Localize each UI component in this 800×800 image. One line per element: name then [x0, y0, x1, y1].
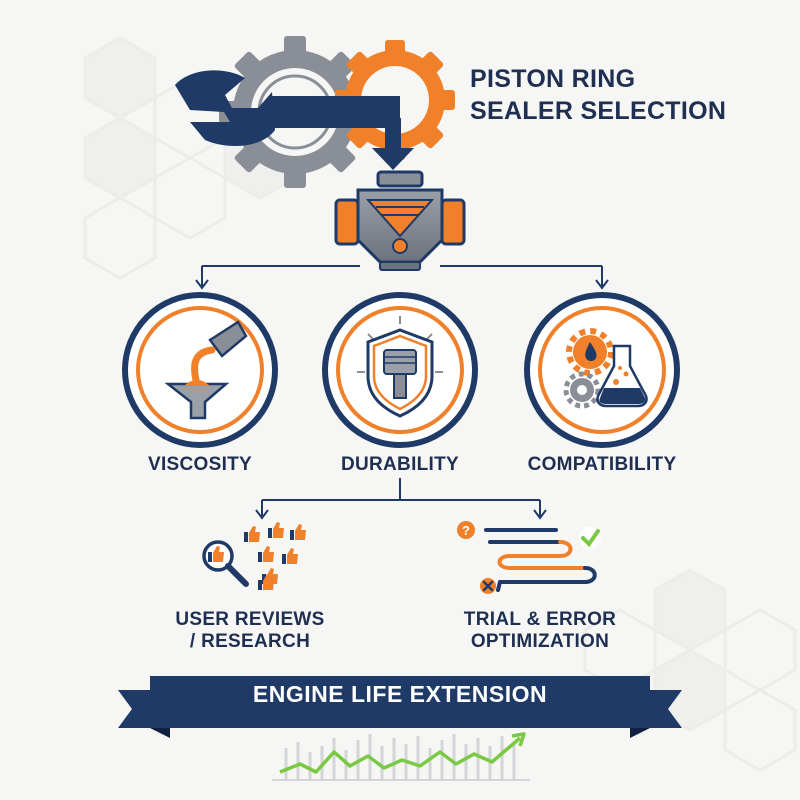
- question-mark-icon: ?: [462, 523, 470, 538]
- ribbon-banner: [118, 676, 682, 738]
- title-line-1: PISTON RING: [470, 65, 636, 93]
- gears-flask-icon: [563, 328, 648, 409]
- category-label-viscosity: VISCOSITY: [147, 454, 253, 475]
- lower-connectors: [255, 478, 547, 520]
- piston-shield-icon: [357, 316, 443, 418]
- method-label-reviews-line-1: USER REVIEWS: [175, 609, 325, 630]
- compatibility-circle: [524, 292, 680, 448]
- durability-circle: [322, 292, 478, 448]
- method-label-trial-line-1: TRIAL & ERROR: [463, 609, 617, 630]
- growth-chart-icon: [272, 732, 530, 781]
- method-label-reviews-line-2: / RESEARCH: [189, 631, 311, 652]
- category-label-durability: DURABILITY: [340, 454, 460, 475]
- method-label-trial-line-2: OPTIMIZATION: [470, 631, 610, 652]
- check-icon: [581, 529, 600, 548]
- oil-funnel-icon: [164, 320, 248, 420]
- thumbs-up-magnifier-icon: [202, 522, 306, 590]
- top-connectors: [195, 265, 609, 290]
- cross-icon: [482, 580, 494, 592]
- banner-label: ENGINE LIFE EXTENSION: [252, 681, 548, 707]
- category-label-compatibility: COMPATIBILITY: [527, 454, 677, 475]
- engine-pump-icon: [334, 170, 466, 271]
- viscosity-circle: [122, 292, 278, 448]
- wrench-icon: [175, 70, 414, 170]
- title-line-2: SEALER SELECTION: [470, 97, 727, 125]
- gears-wrench-icon: [175, 36, 455, 188]
- winding-path-icon: ?: [457, 521, 601, 594]
